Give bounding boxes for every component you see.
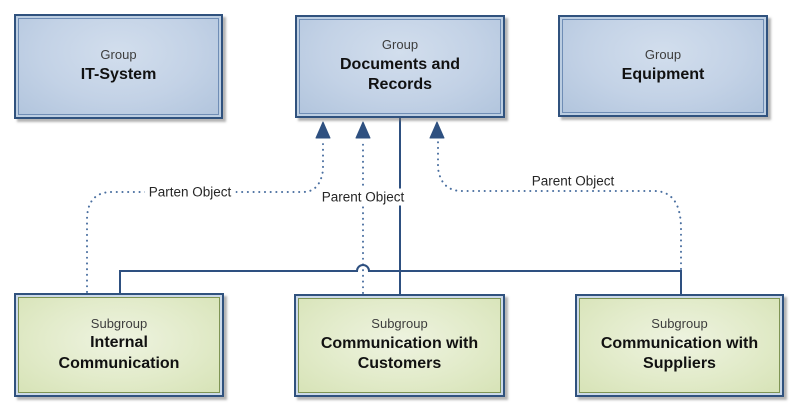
group-node-documents-and-records: Group Documents and Records xyxy=(295,15,505,118)
node-body: Group Documents and Records xyxy=(299,19,501,114)
node-kind-label: Subgroup xyxy=(90,315,148,331)
node-title: Communication with Suppliers xyxy=(600,334,759,373)
node-body: Subgroup Internal Communication xyxy=(18,297,220,393)
edge-label-parent-object-middle: Parent Object xyxy=(317,188,409,206)
dotted-edge-internal-communication xyxy=(86,141,324,293)
node-kind-label: Subgroup xyxy=(371,316,428,332)
solid-tree-connector xyxy=(119,264,682,294)
node-kind-label: Group xyxy=(381,37,419,53)
node-body: Group IT-System xyxy=(18,18,219,115)
node-title: IT-System xyxy=(80,66,157,84)
arrowhead-icon xyxy=(355,121,371,139)
group-node-it-system: Group IT-System xyxy=(14,14,223,119)
dotted-edge-communication-with-suppliers xyxy=(437,141,682,270)
edge-label-parent-object-right: Parent Object xyxy=(527,172,619,190)
subgroup-node-communication-with-customers: Subgroup Communication with Customers xyxy=(294,294,505,397)
edge-label-parten-object: Parten Object xyxy=(144,183,236,201)
node-kind-label: Group xyxy=(644,46,682,62)
node-body: Subgroup Communication with Customers xyxy=(298,298,501,393)
node-title: Documents and Records xyxy=(339,55,460,94)
node-title: Internal Communication xyxy=(58,334,180,372)
node-title: Communication with Customers xyxy=(320,334,479,373)
node-kind-label: Group xyxy=(100,47,137,63)
arrowhead-icon xyxy=(429,121,445,139)
node-kind-label: Subgroup xyxy=(651,316,708,332)
subgroup-node-internal-communication: Subgroup Internal Communication xyxy=(14,293,224,397)
node-title: Equipment xyxy=(621,65,705,83)
subgroup-node-communication-with-suppliers: Subgroup Communication with Suppliers xyxy=(575,294,784,397)
node-body: Subgroup Communication with Suppliers xyxy=(579,298,780,393)
arrowhead-icon xyxy=(315,121,331,139)
node-body: Group Equipment xyxy=(562,19,764,113)
group-node-equipment: Group Equipment xyxy=(558,15,768,117)
